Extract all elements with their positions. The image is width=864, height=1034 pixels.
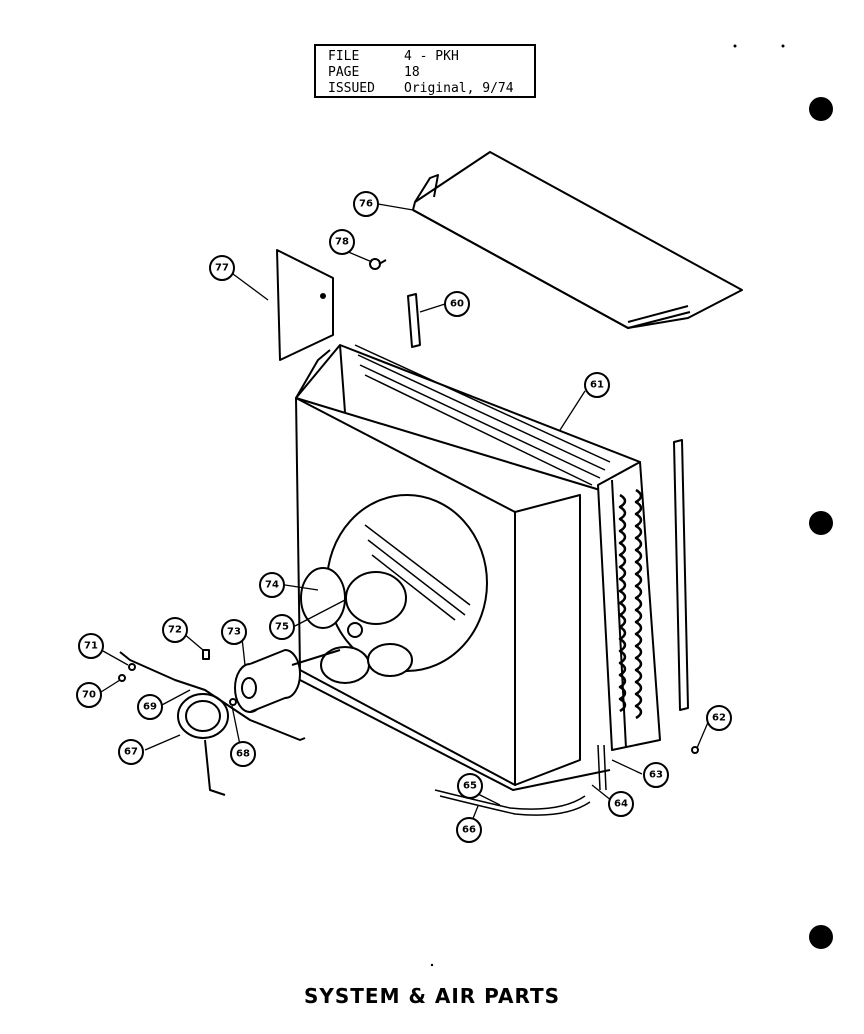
callout-66: 66 — [456, 817, 482, 843]
svg-text:76: 76 — [359, 199, 373, 210]
file-value: 4 - PKH — [404, 49, 459, 64]
screw-78 — [369, 258, 387, 270]
svg-text:77: 77 — [215, 263, 229, 274]
callout-76: 76 — [353, 191, 379, 217]
callout-77: 77 — [209, 255, 235, 281]
callout-68: 68 — [230, 741, 256, 767]
nut-68 — [229, 698, 237, 706]
callout-70: 70 — [76, 682, 102, 708]
svg-text:73: 73 — [227, 627, 241, 638]
callout-71: 71 — [78, 633, 104, 659]
svg-text:70: 70 — [82, 690, 96, 701]
fan-blade — [300, 567, 413, 684]
callout-74: 74 — [259, 572, 285, 598]
top-cover-panel — [412, 151, 743, 329]
side-panel — [276, 249, 334, 361]
file-info-box: FILE 4 - PKH PAGE 18 ISSUED Original, 9/74 — [314, 44, 536, 98]
brace-60 — [407, 293, 421, 348]
motor-mount — [119, 651, 306, 796]
svg-text:66: 66 — [462, 825, 476, 836]
orifice-mesh — [364, 524, 471, 621]
issued-label: ISSUED — [328, 81, 375, 96]
callout-75: 75 — [269, 614, 295, 640]
washer-70 — [118, 674, 126, 682]
svg-text:65: 65 — [463, 781, 477, 792]
page-label: PAGE — [328, 65, 360, 80]
callout-63: 63 — [643, 762, 669, 788]
callout-73: 73 — [221, 619, 247, 645]
issued-value: Original, 9/74 — [404, 81, 514, 96]
svg-text:69: 69 — [143, 702, 157, 713]
callout-65: 65 — [457, 773, 483, 799]
bolt-72 — [202, 649, 210, 660]
callout-72: 72 — [162, 617, 188, 643]
svg-text:60: 60 — [450, 299, 464, 310]
condenser-coil — [597, 461, 661, 751]
svg-text:61: 61 — [590, 380, 604, 391]
binder-hole-icon — [809, 97, 833, 121]
svg-text:63: 63 — [649, 770, 663, 781]
callout-60: 60 — [444, 291, 470, 317]
base-rail — [299, 679, 611, 791]
callout-67: 67 — [118, 739, 144, 765]
callout-61: 61 — [584, 372, 610, 398]
svg-text:64: 64 — [614, 799, 628, 810]
binder-hole-icon — [809, 925, 833, 949]
file-row: FILE 4 - PKH — [328, 50, 459, 64]
svg-text:72: 72 — [168, 625, 182, 636]
file-label: FILE — [328, 49, 360, 64]
callout-69: 69 — [137, 694, 163, 720]
page-row: PAGE 18 — [328, 66, 420, 80]
fan-motor — [234, 649, 341, 713]
tubing — [434, 744, 607, 816]
issued-row: ISSUED Original, 9/74 — [328, 82, 514, 96]
nut-71 — [128, 663, 136, 671]
svg-text:74: 74 — [265, 580, 279, 591]
svg-text:71: 71 — [84, 641, 98, 652]
page-title: SYSTEM & AIR PARTS — [304, 984, 560, 1008]
callout-62: 62 — [706, 705, 732, 731]
condenser-fins — [354, 344, 611, 486]
svg-text:68: 68 — [236, 749, 250, 760]
svg-text:78: 78 — [335, 237, 349, 248]
svg-text:67: 67 — [124, 747, 138, 758]
binder-hole-icon — [809, 511, 833, 535]
svg-text:75: 75 — [275, 622, 289, 633]
side-strip — [673, 439, 689, 711]
svg-text:62: 62 — [712, 713, 726, 724]
callout-78: 78 — [329, 229, 355, 255]
callout-64: 64 — [608, 791, 634, 817]
page-value: 18 — [404, 65, 420, 80]
scan-specks — [430, 44, 785, 967]
screw-62 — [691, 746, 699, 754]
